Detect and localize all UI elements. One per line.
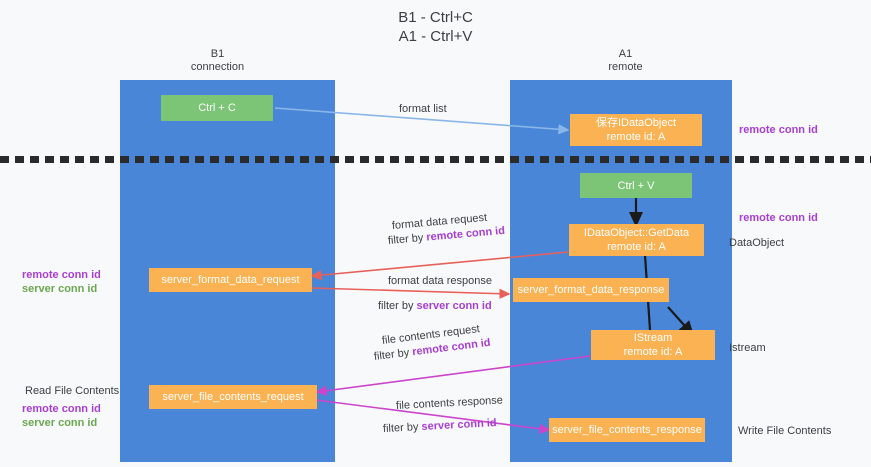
annotation-remote-conn-id: remote conn id (22, 269, 101, 281)
filter-prefix: filter by (382, 420, 422, 435)
node-server-file-contents-request[interactable]: server_file_contents_request (149, 385, 317, 409)
column-header-right: A1 remote (608, 48, 643, 73)
annotation-server-conn-id: server conn id (22, 417, 98, 429)
annotation-left-conn-ids-bottom: remote conn id server conn id (22, 402, 101, 430)
edge-label-format-data-response-filter: filter by server conn id (378, 299, 492, 313)
node-idataobject-getdata[interactable]: IDataObject::GetData remote id: A (569, 224, 704, 256)
node-save-idataobject[interactable]: 保存IDataObject remote id: A (570, 114, 702, 146)
edge-label-format-list: format list (399, 103, 447, 115)
node-istream[interactable]: IStream remote id: A (591, 330, 715, 360)
filter-prefix: filter by (387, 231, 427, 247)
page-title: B1 - Ctrl+C A1 - Ctrl+V (398, 9, 473, 45)
annotation-remote-conn-id-mid: remote conn id (739, 212, 818, 224)
column-header-left: B1 connection (190, 48, 245, 73)
filter-key-server-conn-id: server conn id (416, 300, 492, 312)
filter-key-server-conn-id: server conn id (421, 417, 497, 433)
annotation-remote-conn-id-top: remote conn id (739, 124, 818, 136)
node-server-file-contents-response[interactable]: server_file_contents_response (549, 418, 705, 442)
annotation-istream: Istream (729, 342, 766, 354)
annotation-dataobject: DataObject (729, 237, 785, 249)
wire-format-data-response (311, 287, 511, 299)
annotation-write-file-contents: Write File Contents (738, 425, 832, 437)
node-server-format-data-response[interactable]: server_format_data_response (513, 278, 669, 302)
filter-prefix: filter by (373, 346, 413, 363)
annotation-server-conn-id: server conn id (22, 283, 98, 295)
edge-label-format-data-response: format data response (388, 275, 492, 287)
node-ctrl-v[interactable]: Ctrl + V (580, 173, 692, 198)
annotation-read-file-contents: Read File Contents (25, 385, 120, 397)
node-ctrl-c[interactable]: Ctrl + C (161, 95, 273, 121)
filter-prefix: filter by (378, 300, 417, 312)
phase-separator (0, 156, 871, 163)
edge-label-file-contents-response: file contents response (395, 394, 504, 412)
annotation-left-conn-ids-mid: remote conn id server conn id (22, 268, 101, 296)
node-server-format-data-request[interactable]: server_format_data_request (149, 268, 312, 292)
annotation-remote-conn-id: remote conn id (22, 403, 101, 415)
edge-label-file-contents-response-filter: filter by server conn id (383, 416, 497, 436)
